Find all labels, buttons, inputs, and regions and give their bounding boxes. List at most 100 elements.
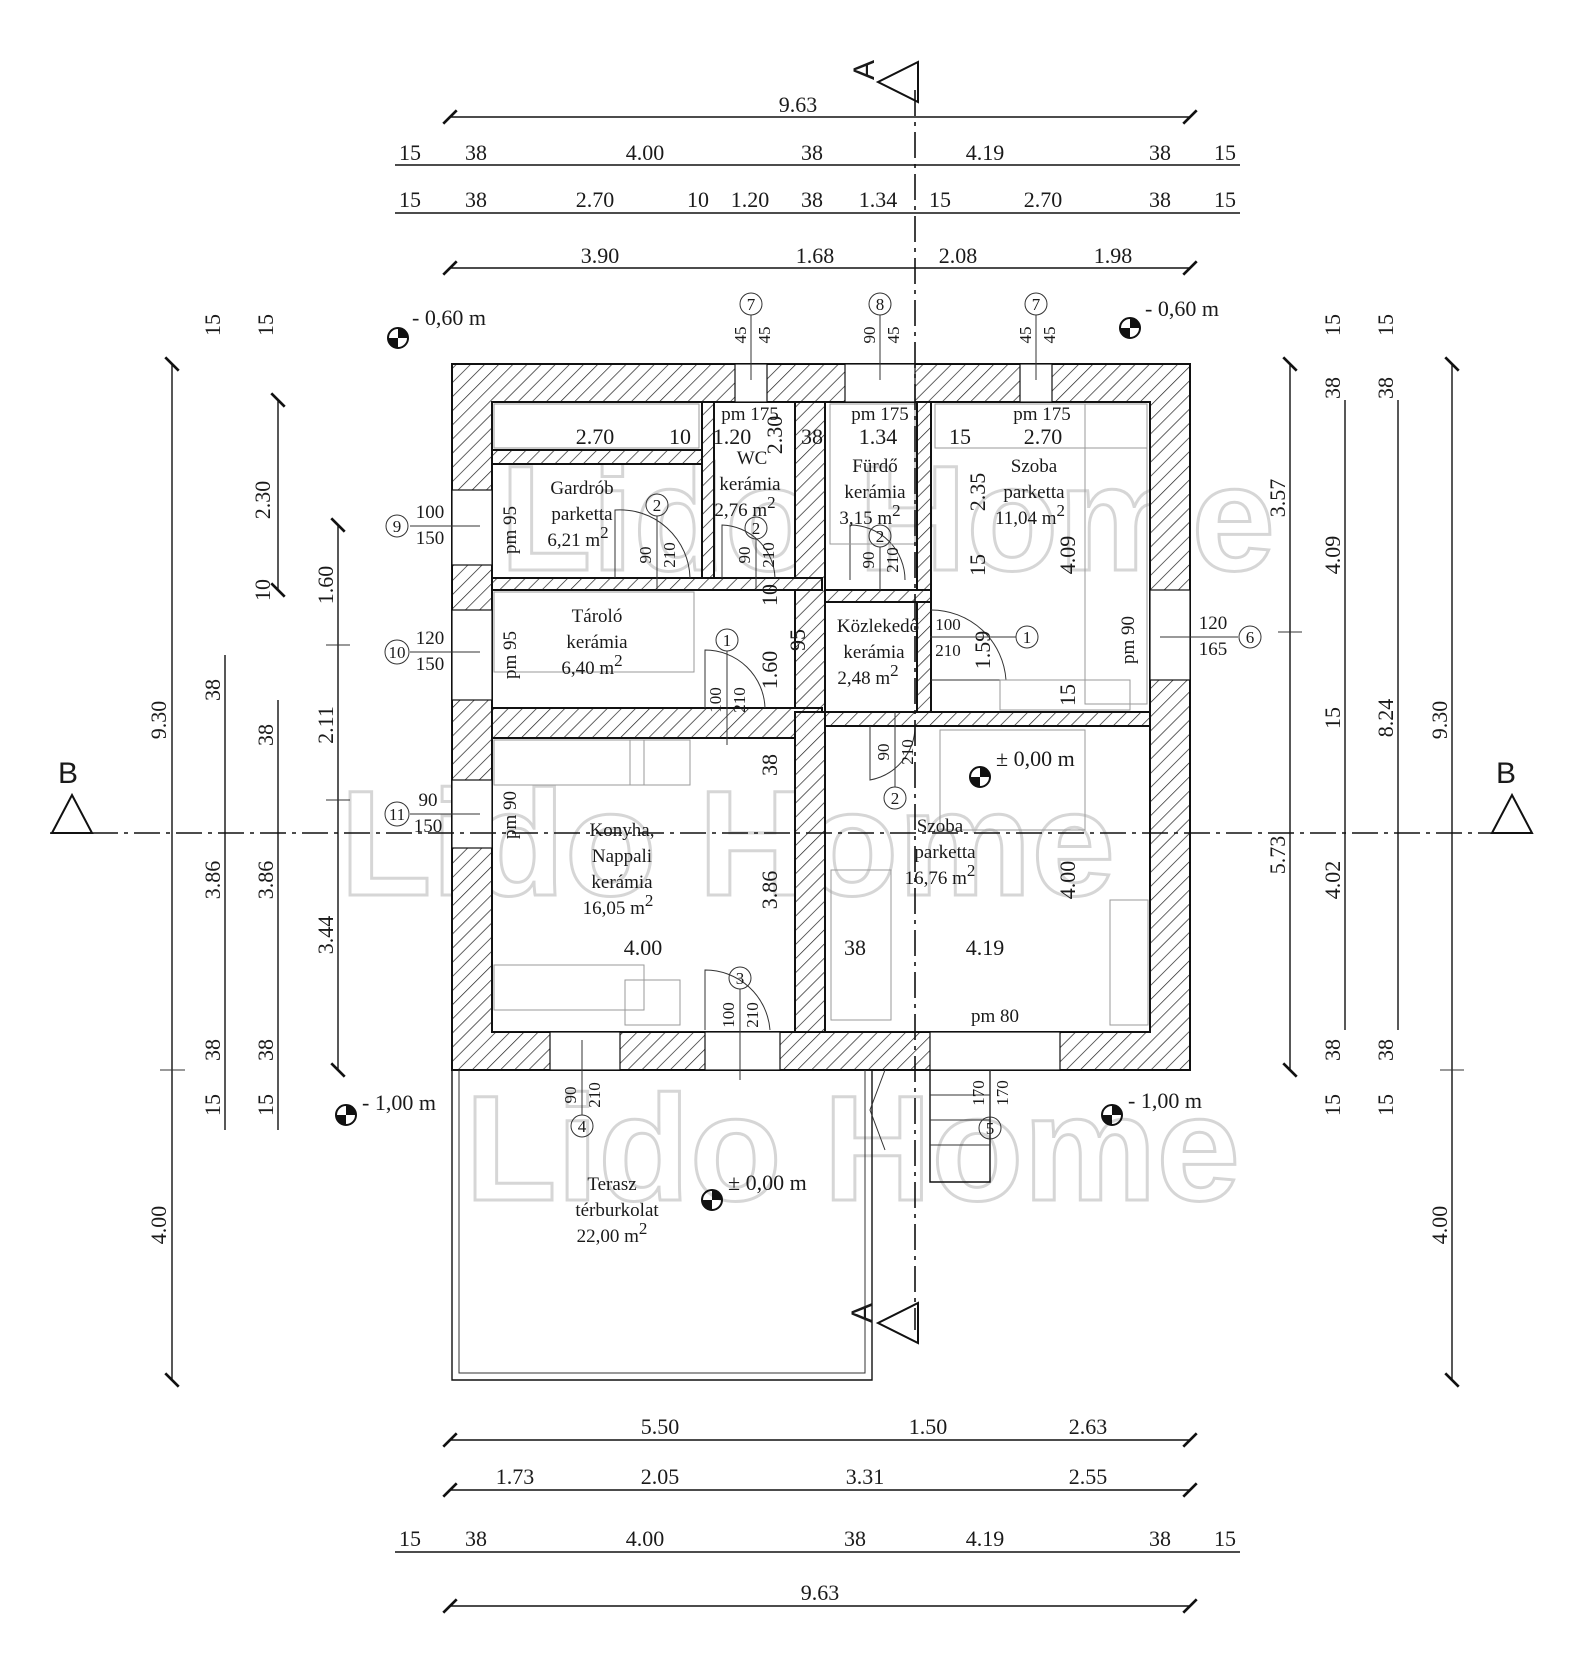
svg-text:16,05 m2: 16,05 m2 bbox=[583, 891, 654, 919]
room-szoba-large: 4.19 4.00 Szoba parketta 16,76 m2 bbox=[905, 816, 1080, 960]
svg-text:7: 7 bbox=[1032, 295, 1041, 314]
svg-text:100: 100 bbox=[935, 615, 961, 634]
svg-text:170: 170 bbox=[993, 1080, 1012, 1106]
svg-text:210: 210 bbox=[759, 542, 778, 568]
svg-text:4.19: 4.19 bbox=[966, 1526, 1005, 1551]
svg-text:90: 90 bbox=[860, 327, 879, 344]
svg-text:4.00: 4.00 bbox=[1427, 1206, 1452, 1245]
svg-text:90: 90 bbox=[561, 1087, 580, 1104]
watermark-text: Lido Home bbox=[465, 1064, 1240, 1232]
svg-text:2: 2 bbox=[891, 789, 900, 808]
svg-text:15: 15 bbox=[399, 187, 421, 212]
svg-text:10: 10 bbox=[687, 187, 709, 212]
room-gardrob: 2.70 Gardrób parketta 6,21 m2 bbox=[547, 424, 614, 551]
svg-text:90: 90 bbox=[735, 547, 754, 564]
opening-11: 11 90 150 bbox=[384, 790, 480, 837]
svg-text:kerámia: kerámia bbox=[566, 632, 628, 653]
svg-text:38: 38 bbox=[801, 140, 823, 165]
svg-text:38: 38 bbox=[1373, 377, 1398, 399]
left-dimensions: 9.30 4.00 38 3.86 38 15 15 15 2.30 10 38… bbox=[146, 314, 350, 1388]
svg-text:Fürdő: Fürdő bbox=[852, 456, 897, 477]
svg-text:90: 90 bbox=[419, 790, 438, 811]
room-labels: 2.70 Gardrób parketta 6,21 m2 1.20 2.30 … bbox=[547, 416, 1080, 1247]
svg-text:15: 15 bbox=[253, 314, 278, 336]
svg-text:15: 15 bbox=[399, 1526, 421, 1551]
svg-text:4.00: 4.00 bbox=[626, 1526, 665, 1551]
svg-text:38: 38 bbox=[844, 935, 866, 960]
svg-text:1.73: 1.73 bbox=[496, 1464, 535, 1489]
svg-text:Terasz: Terasz bbox=[587, 1174, 636, 1195]
svg-text:38: 38 bbox=[1320, 1039, 1345, 1061]
svg-text:2.70: 2.70 bbox=[1024, 424, 1063, 449]
opening-7b: 7 45 45 bbox=[1016, 292, 1059, 380]
svg-text:pm 95: pm 95 bbox=[500, 506, 521, 554]
svg-text:2.70: 2.70 bbox=[576, 424, 615, 449]
svg-text:1.50: 1.50 bbox=[909, 1414, 948, 1439]
level-upper-right: - 0,60 m bbox=[1145, 296, 1219, 321]
svg-text:Nappali: Nappali bbox=[592, 846, 652, 867]
svg-text:38: 38 bbox=[844, 1526, 866, 1551]
inner-annotations: 10 38 15 10 1.60 95 38 15 4.09 15 38 bbox=[669, 424, 1080, 960]
svg-text:38: 38 bbox=[1149, 1526, 1171, 1551]
level-floor: ± 0,00 m bbox=[996, 746, 1075, 771]
svg-text:4.09: 4.09 bbox=[1320, 536, 1345, 575]
svg-text:90: 90 bbox=[859, 552, 878, 569]
svg-text:45: 45 bbox=[1016, 327, 1035, 344]
svg-text:térburkolat: térburkolat bbox=[575, 1200, 659, 1221]
svg-text:150: 150 bbox=[414, 816, 443, 837]
svg-text:4.19: 4.19 bbox=[966, 140, 1005, 165]
svg-text:15: 15 bbox=[1373, 314, 1398, 336]
svg-text:15: 15 bbox=[949, 424, 971, 449]
svg-text:2: 2 bbox=[653, 496, 662, 515]
svg-text:2.35: 2.35 bbox=[965, 473, 990, 512]
room-szoba-small: 2.70 2.35 Szoba parketta 11,04 m2 bbox=[965, 424, 1065, 529]
svg-text:120: 120 bbox=[416, 628, 445, 649]
svg-text:22,00 m2: 22,00 m2 bbox=[577, 1219, 648, 1247]
svg-text:38: 38 bbox=[757, 754, 782, 776]
opening-1-kozlekedo: 1 100 210 bbox=[930, 615, 1039, 660]
door-swings bbox=[614, 509, 1007, 1031]
level-markers: - 0,60 m - 0,60 m - 1,00 m - 1,00 m ± 0,… bbox=[335, 296, 1219, 1211]
svg-text:WC: WC bbox=[737, 448, 768, 469]
svg-text:8.24: 8.24 bbox=[1373, 699, 1398, 738]
svg-text:15: 15 bbox=[929, 187, 951, 212]
svg-text:2,76 m2: 2,76 m2 bbox=[714, 493, 775, 521]
section-b-right: B bbox=[1496, 757, 1516, 790]
bottom-dimensions: 5.50 1.50 2.63 1.73 2.05 3.31 2.55 15 38… bbox=[395, 1414, 1240, 1614]
svg-text:38: 38 bbox=[1149, 187, 1171, 212]
svg-text:9: 9 bbox=[393, 517, 402, 536]
svg-text:38: 38 bbox=[1320, 377, 1345, 399]
svg-text:Konyha,: Konyha, bbox=[590, 820, 655, 841]
svg-text:4.19: 4.19 bbox=[966, 935, 1005, 960]
svg-text:11: 11 bbox=[389, 805, 405, 824]
svg-text:1.98: 1.98 bbox=[1094, 243, 1133, 268]
svg-text:6: 6 bbox=[1246, 628, 1255, 647]
opening-2-wc: 2 90 210 bbox=[735, 516, 778, 590]
svg-text:38: 38 bbox=[253, 1039, 278, 1061]
svg-text:3,15 m2: 3,15 m2 bbox=[839, 501, 900, 529]
section-a-top: A bbox=[848, 60, 881, 80]
svg-text:45: 45 bbox=[755, 327, 774, 344]
svg-text:Szoba: Szoba bbox=[917, 816, 964, 837]
svg-text:4.00: 4.00 bbox=[146, 1206, 171, 1245]
level-terrace: ± 0,00 m bbox=[728, 1170, 807, 1195]
svg-text:150: 150 bbox=[416, 528, 445, 549]
svg-text:parketta: parketta bbox=[914, 842, 976, 863]
svg-text:10: 10 bbox=[389, 643, 406, 662]
svg-text:Szoba: Szoba bbox=[1011, 456, 1058, 477]
room-wc: 1.20 2.30 WC kerámia 2,76 m2 bbox=[713, 416, 787, 521]
svg-text:3: 3 bbox=[736, 969, 745, 988]
opening-2-gardrob: 2 90 210 bbox=[636, 493, 679, 590]
svg-text:pm 175: pm 175 bbox=[721, 404, 779, 425]
window-openings bbox=[451, 363, 1191, 1071]
room-kozlekedo: 1.59 Közlekedő kerámia 2,48 m2 bbox=[837, 616, 995, 689]
level-upper-left: - 0,60 m bbox=[412, 305, 486, 330]
svg-text:2: 2 bbox=[876, 527, 885, 546]
svg-text:pm 175: pm 175 bbox=[1013, 404, 1071, 425]
level-lower-left: - 1,00 m bbox=[362, 1090, 436, 1115]
svg-text:9.30: 9.30 bbox=[146, 701, 171, 740]
svg-text:3.86: 3.86 bbox=[200, 861, 225, 900]
svg-text:kerámia: kerámia bbox=[719, 474, 781, 495]
svg-text:4.09: 4.09 bbox=[1055, 536, 1080, 575]
